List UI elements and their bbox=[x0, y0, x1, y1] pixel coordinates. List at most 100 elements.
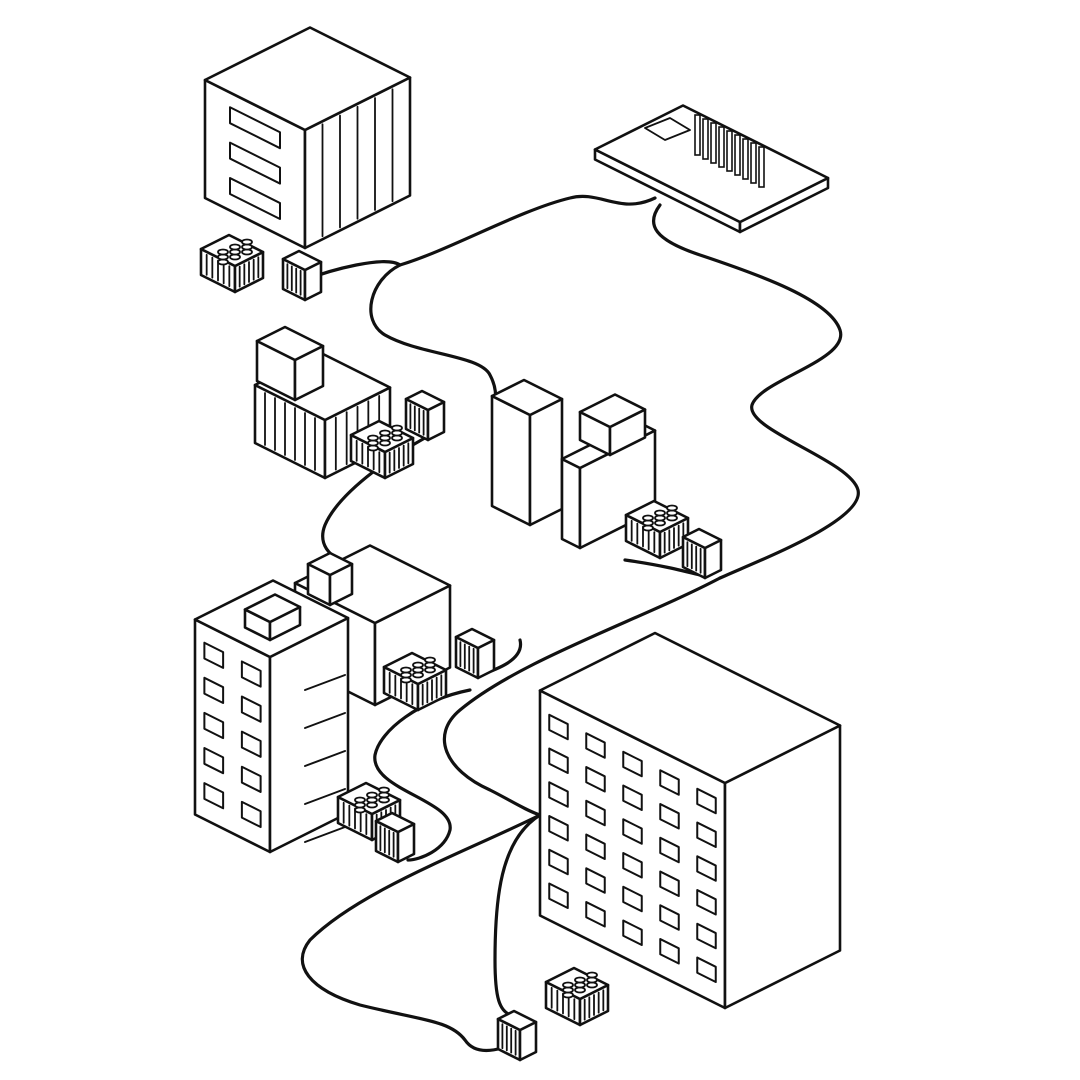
window bbox=[659, 870, 680, 897]
window bbox=[240, 660, 262, 688]
window bbox=[622, 852, 643, 879]
top-face bbox=[374, 811, 416, 834]
window bbox=[548, 713, 569, 741]
window-band bbox=[229, 106, 281, 150]
factory-rooftop-unit bbox=[578, 393, 647, 457]
left-face bbox=[560, 457, 582, 550]
insulator bbox=[229, 243, 241, 251]
window bbox=[240, 695, 262, 723]
window bbox=[548, 815, 569, 842]
window bbox=[622, 919, 643, 946]
insulator bbox=[654, 509, 666, 517]
window bbox=[548, 781, 569, 808]
window bbox=[203, 747, 225, 775]
top-face bbox=[306, 551, 354, 577]
window bbox=[585, 766, 606, 793]
electrical-cabinet bbox=[374, 811, 416, 864]
substation-equipment bbox=[718, 126, 725, 168]
substation-equipment bbox=[758, 146, 765, 188]
insulator bbox=[666, 504, 678, 512]
substation-equipment bbox=[734, 134, 741, 176]
electrical-cabinet bbox=[681, 527, 723, 580]
large-building-bottom-right bbox=[538, 631, 842, 1010]
insulator bbox=[412, 661, 424, 669]
window bbox=[240, 800, 262, 829]
substation-top-right bbox=[593, 104, 830, 234]
transformer bbox=[544, 966, 610, 1027]
insulator bbox=[241, 238, 253, 246]
balcony bbox=[304, 674, 346, 691]
top-face bbox=[454, 627, 496, 650]
insulator bbox=[366, 791, 378, 799]
insulator bbox=[379, 429, 391, 437]
window bbox=[696, 855, 717, 882]
transformer bbox=[624, 499, 690, 560]
top-face bbox=[681, 527, 723, 550]
left-face bbox=[490, 394, 532, 527]
insulator bbox=[642, 514, 654, 522]
top-face bbox=[578, 393, 647, 429]
power-cables bbox=[300, 194, 860, 1052]
power-cable bbox=[442, 576, 722, 817]
window bbox=[659, 803, 680, 830]
insulator bbox=[378, 786, 390, 794]
window bbox=[622, 885, 643, 913]
insulator bbox=[354, 796, 366, 804]
window-band bbox=[229, 141, 281, 185]
window bbox=[203, 782, 225, 810]
window bbox=[585, 901, 606, 928]
window bbox=[240, 765, 262, 793]
window bbox=[240, 730, 262, 758]
window bbox=[203, 711, 225, 740]
window bbox=[696, 787, 717, 815]
window bbox=[622, 818, 643, 845]
power-cable bbox=[493, 813, 542, 1017]
right-face bbox=[268, 616, 350, 854]
window bbox=[203, 676, 225, 704]
top-face bbox=[538, 631, 842, 785]
window bbox=[659, 836, 680, 864]
substation-equipment bbox=[710, 122, 717, 164]
rooftop-unit bbox=[243, 593, 302, 642]
factory-tower bbox=[490, 378, 564, 527]
window-band bbox=[229, 177, 281, 220]
window bbox=[203, 641, 225, 669]
window bbox=[696, 821, 717, 848]
insulator bbox=[217, 248, 229, 256]
balcony bbox=[304, 750, 346, 767]
transformer bbox=[199, 233, 265, 294]
window bbox=[659, 938, 680, 965]
transformer bbox=[349, 419, 415, 480]
window bbox=[548, 747, 569, 774]
substation-equipment bbox=[726, 130, 733, 172]
insulator bbox=[424, 656, 436, 664]
power-cable bbox=[373, 688, 472, 862]
window bbox=[548, 882, 569, 909]
insulator bbox=[574, 976, 586, 984]
right-face bbox=[528, 397, 564, 527]
insulator bbox=[586, 971, 598, 979]
electrical-cabinet bbox=[496, 1009, 538, 1062]
top-face bbox=[255, 325, 325, 362]
insulator bbox=[391, 424, 403, 432]
window bbox=[659, 904, 680, 931]
electrical-cabinet bbox=[454, 627, 496, 680]
insulator bbox=[562, 981, 574, 989]
top-face bbox=[243, 593, 302, 624]
window bbox=[696, 889, 717, 916]
power-cable bbox=[369, 194, 657, 407]
substation-control-house bbox=[644, 117, 691, 141]
power-cable bbox=[300, 813, 542, 1052]
substation-equipment bbox=[742, 138, 749, 180]
balcony bbox=[304, 712, 346, 729]
top-face bbox=[490, 378, 564, 417]
transformer bbox=[382, 651, 448, 712]
power-cable bbox=[651, 203, 860, 580]
substation-equipment bbox=[702, 118, 709, 160]
top-face bbox=[281, 249, 323, 272]
balcony bbox=[304, 826, 346, 843]
top-face bbox=[404, 389, 446, 412]
window bbox=[659, 769, 680, 796]
window bbox=[585, 799, 606, 827]
